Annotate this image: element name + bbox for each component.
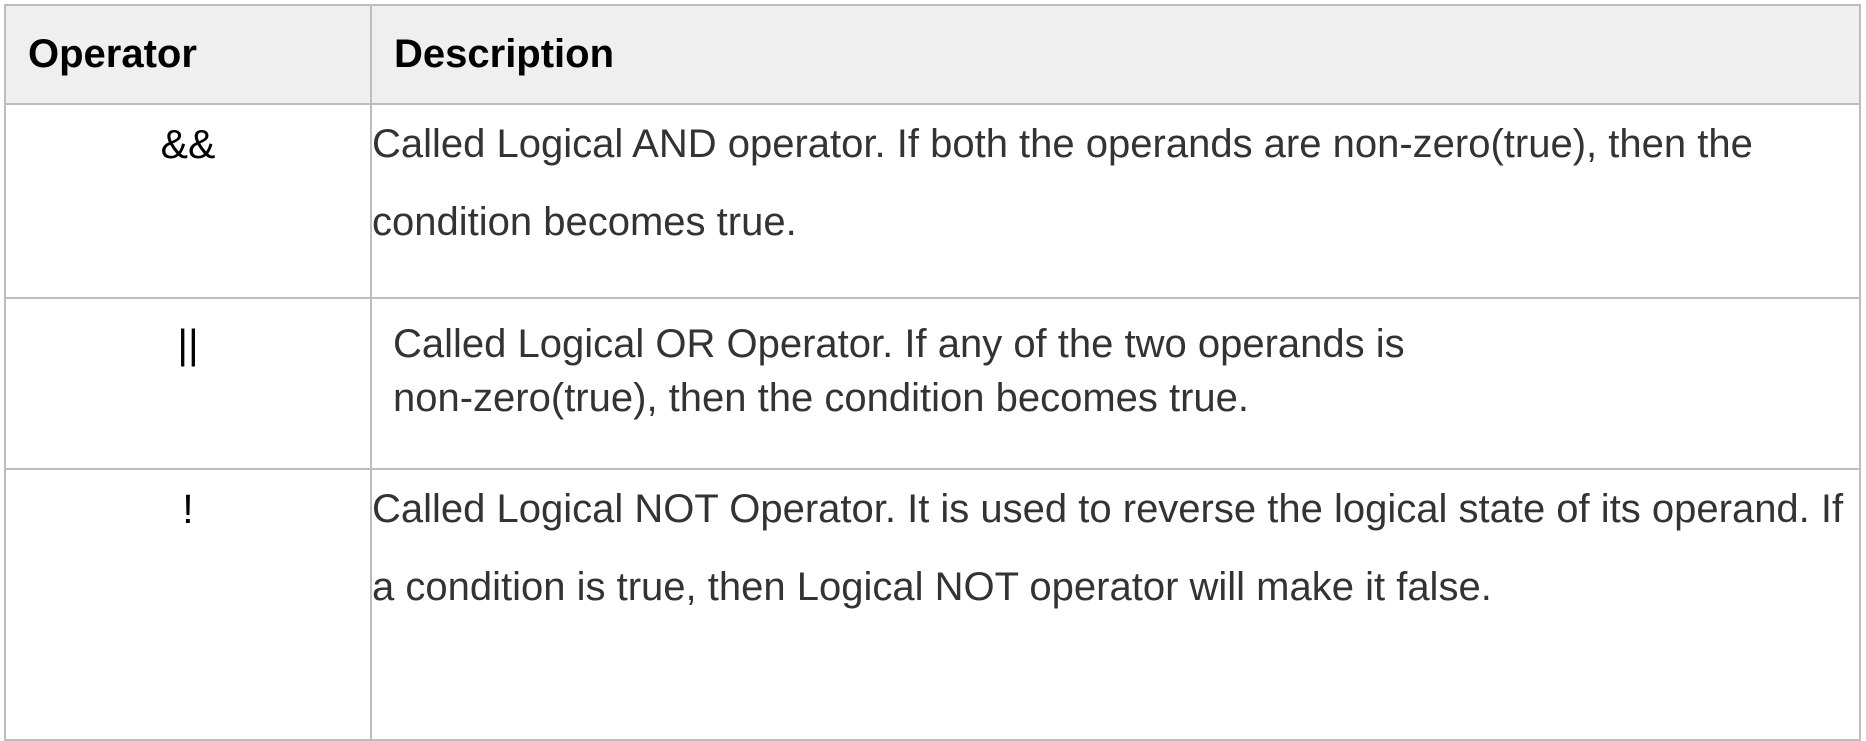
description-line: Called Logical OR Operator. If any of th… [393, 322, 1405, 366]
logical-operators-table: Operator Description && Called Logical A… [4, 4, 1861, 741]
table-row: ! Called Logical NOT Operator. It is use… [4, 468, 1861, 741]
table-row: && Called Logical AND operator. If both … [4, 103, 1861, 299]
operator-column-header: Operator [4, 4, 372, 105]
operator-cell: || [4, 297, 372, 470]
header-row: Operator Description [4, 4, 1861, 105]
description-cell: Called Logical AND operator. If both the… [370, 103, 1861, 299]
description-column-header: Description [370, 4, 1861, 105]
description-cell: Called Logical OR Operator. If any of th… [370, 297, 1861, 470]
operator-cell: ! [4, 468, 372, 741]
description-cell: Called Logical NOT Operator. It is used … [370, 468, 1861, 741]
description-line: non-zero(true), then the condition becom… [393, 376, 1250, 420]
operator-cell: && [4, 103, 372, 299]
table-body: && Called Logical AND operator. If both … [4, 103, 1861, 741]
table-row: || Called Logical OR Operator. If any of… [4, 297, 1861, 470]
table-header: Operator Description [4, 4, 1861, 105]
